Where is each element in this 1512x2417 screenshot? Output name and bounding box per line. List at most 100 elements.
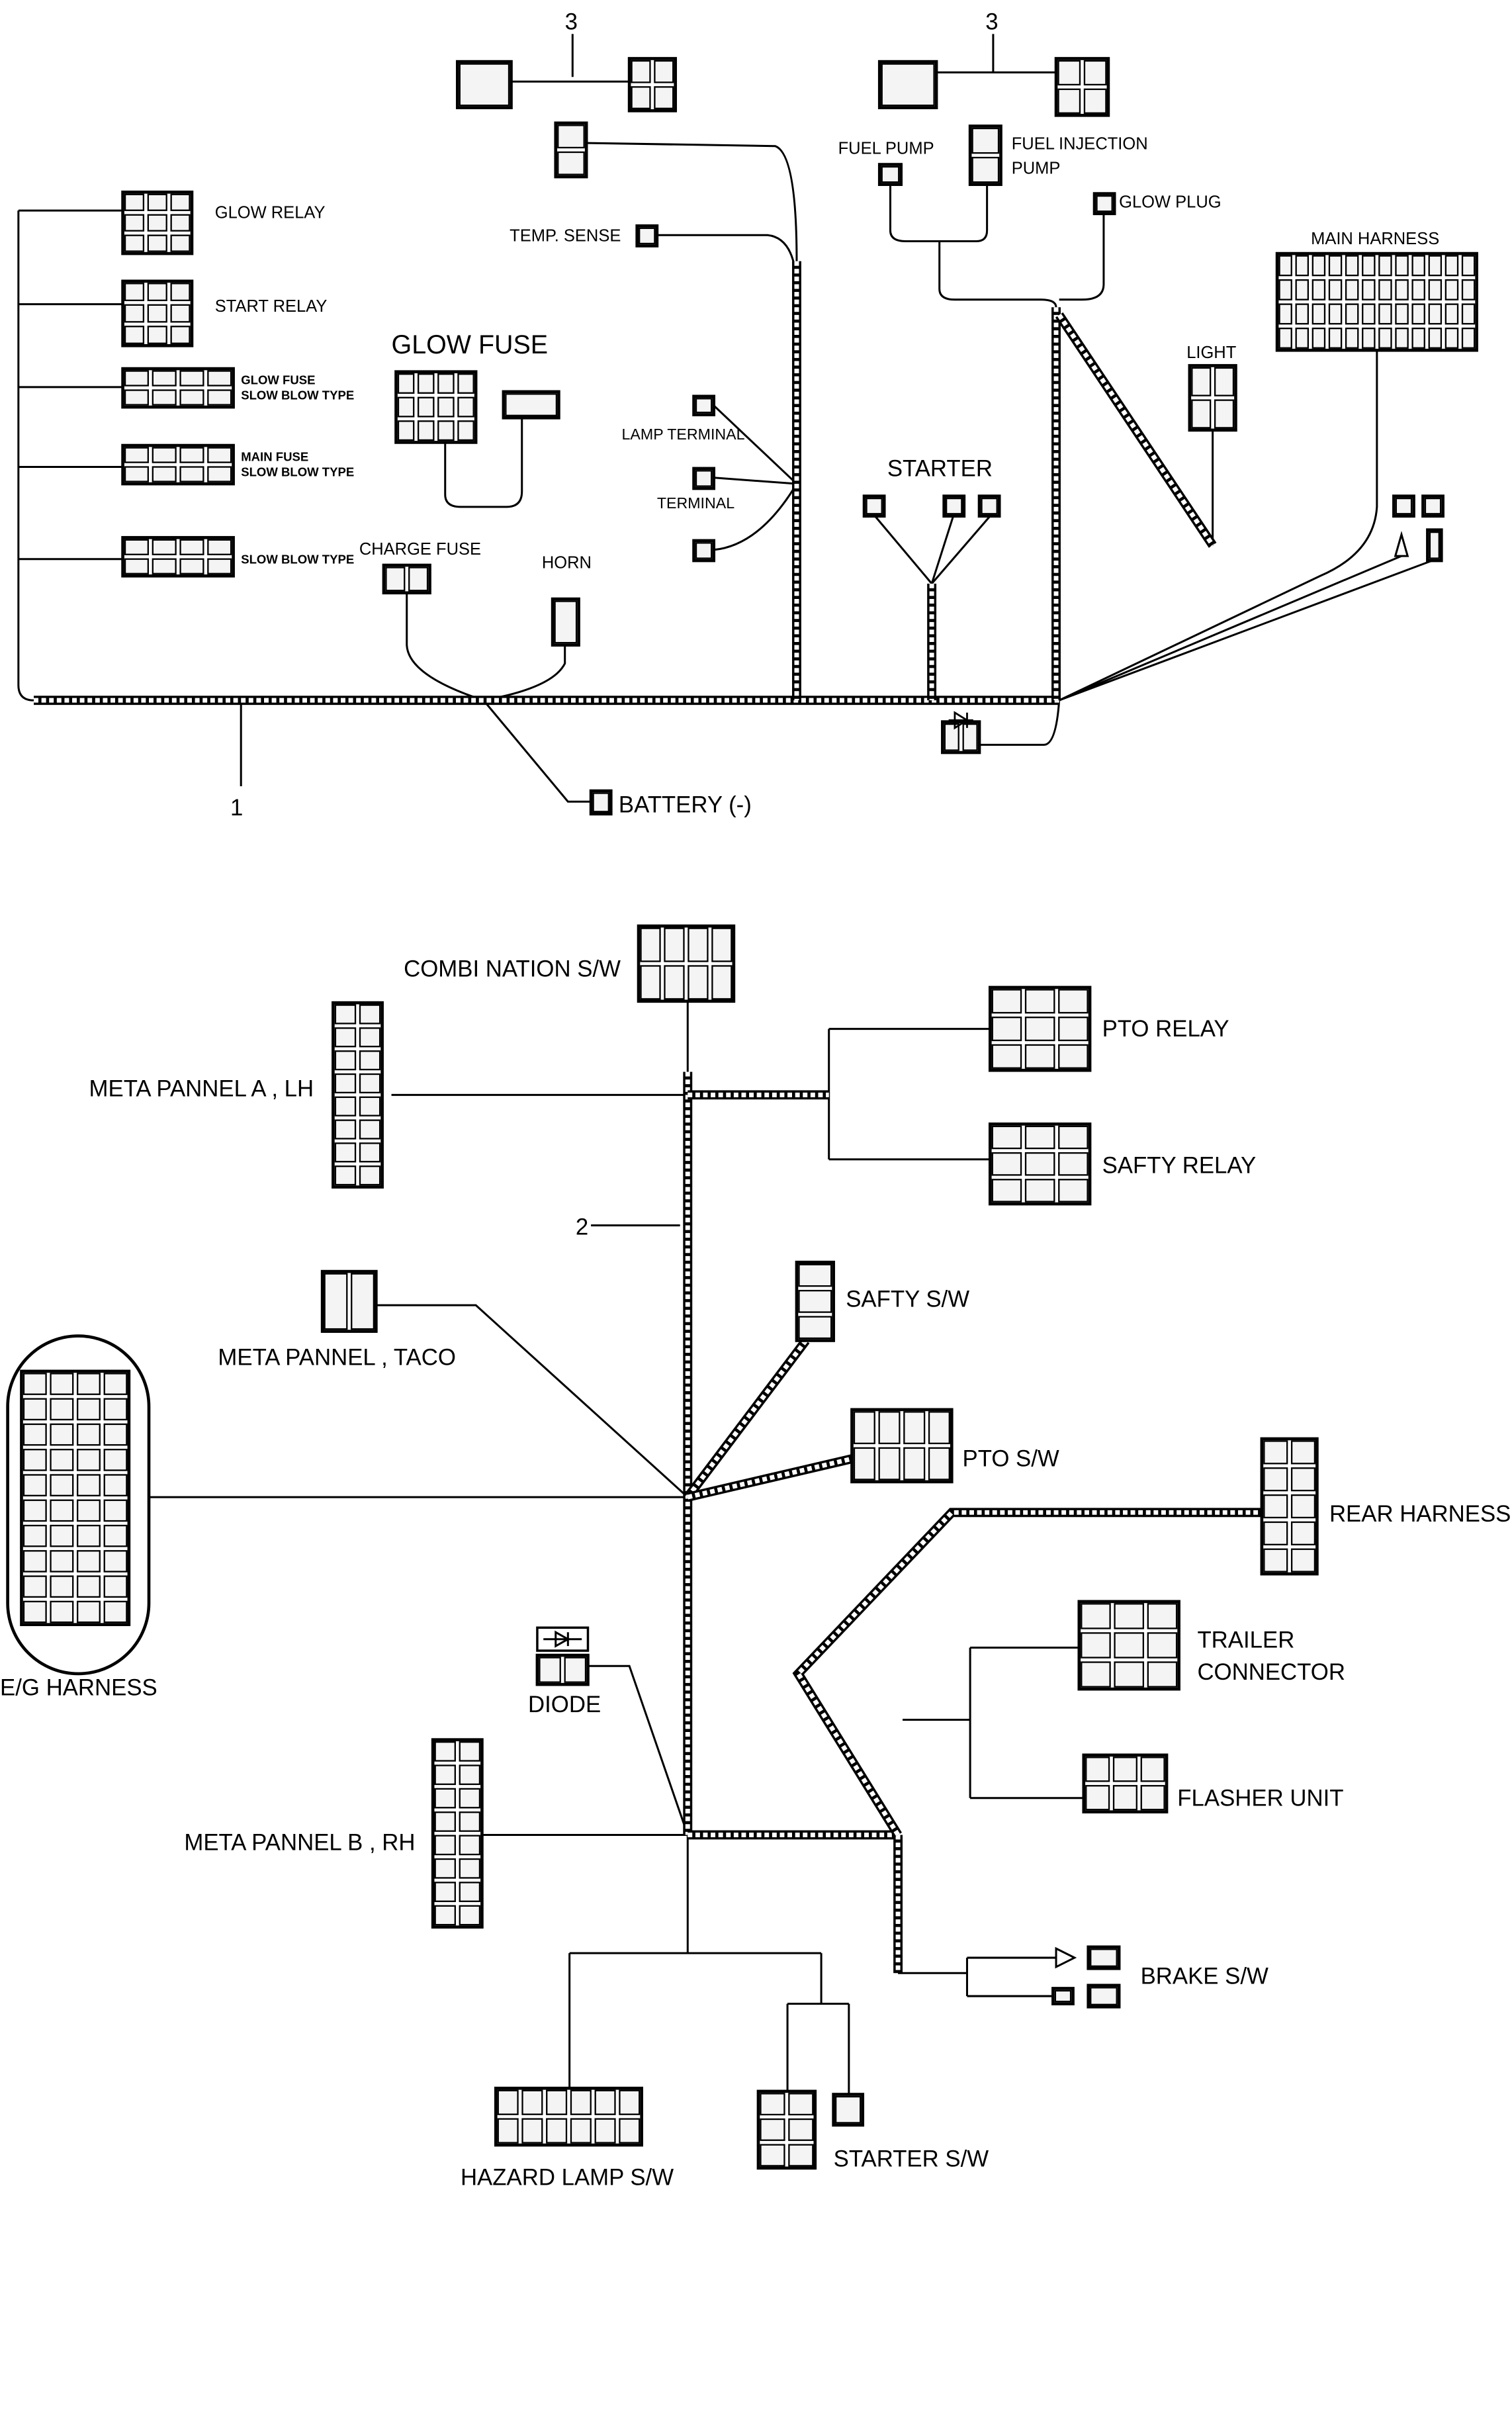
pin-cell	[1090, 1987, 1118, 2005]
pin-cell	[711, 927, 733, 962]
pin-cell	[434, 1858, 456, 1879]
pin-cell	[1114, 1632, 1145, 1659]
pin-cell	[22, 1474, 47, 1496]
pin-cell	[853, 1447, 875, 1481]
pin-cell	[1461, 303, 1476, 325]
light-connector	[1188, 364, 1237, 432]
pin-cell	[1263, 1521, 1288, 1545]
pin-cell	[1085, 1756, 1110, 1782]
pin-cell	[76, 1600, 101, 1623]
pin-cell	[124, 389, 150, 406]
pin-cell	[760, 2118, 785, 2141]
pin-cell	[76, 1449, 101, 1471]
pto-relay-label: PTO RELAY	[1102, 1017, 1229, 1042]
callout-3-right: 3	[985, 9, 998, 34]
pin-cell	[124, 370, 150, 387]
pin-cell	[1263, 1548, 1288, 1573]
pin-cell	[1191, 399, 1212, 429]
safty-sw-connector	[795, 1260, 835, 1342]
wire	[1059, 555, 1402, 702]
pin-cell	[594, 2089, 616, 2115]
pin-cell	[437, 396, 455, 418]
pin-cell	[1345, 255, 1359, 277]
temp-sense-label: TEMP. SENSE	[510, 227, 621, 246]
pin-cell	[1411, 255, 1425, 277]
pin-cell	[179, 370, 204, 387]
flasher-unit-connector	[1082, 1753, 1169, 1813]
pin-cell	[334, 1119, 357, 1140]
wire	[17, 210, 34, 702]
pin-cell	[557, 124, 585, 149]
pin-cell	[334, 1050, 357, 1071]
pin-cell	[554, 600, 578, 644]
pin-cell	[788, 2118, 814, 2141]
connectors	[6, 57, 1478, 2170]
pin-cell	[417, 396, 435, 418]
wire	[586, 142, 798, 261]
pin-cell	[152, 447, 177, 463]
pin-cell	[903, 1447, 926, 1481]
pin-cell	[1263, 1494, 1288, 1519]
harnesses	[34, 261, 1262, 1974]
pin-cell	[1312, 303, 1326, 325]
terminal-2	[692, 539, 716, 563]
right-terminal-2	[1421, 494, 1445, 518]
pin-cell	[853, 1411, 875, 1445]
wire	[938, 241, 1057, 308]
pin-cell	[50, 1524, 74, 1547]
pin-cell	[1378, 255, 1392, 277]
start-relay-label: START RELAY	[215, 297, 328, 316]
pin-cell	[22, 1499, 47, 1522]
pin-cell	[1461, 255, 1476, 277]
pin-cell	[991, 1179, 1022, 1203]
pin-cell	[359, 1096, 381, 1117]
pin-cell	[76, 1499, 101, 1522]
starter-terminal-1	[862, 494, 886, 518]
trailer-connector	[1077, 1600, 1180, 1691]
pin-cell	[207, 558, 232, 574]
pin-cell	[179, 466, 204, 482]
pin-cell	[22, 1524, 47, 1547]
pin-cell	[539, 1657, 561, 1683]
arrow-terminal-icon	[1055, 1946, 1077, 1969]
pin-cell	[76, 1524, 101, 1547]
pin-cell	[971, 156, 1000, 183]
pin-cell	[22, 1575, 47, 1598]
meta-pannel-b-label: META PANNEL B , RH	[184, 1831, 415, 1856]
pin-cell	[1090, 1948, 1118, 1967]
start-relay-connector	[121, 279, 194, 347]
wire	[1059, 350, 1378, 702]
pin-cell	[570, 2118, 592, 2144]
pin-cell	[788, 2144, 814, 2167]
pin-cell	[1147, 1661, 1178, 1688]
pin-cell	[521, 2089, 543, 2115]
pin-cell	[991, 989, 1022, 1014]
pin-cell	[1395, 279, 1409, 300]
pin-cell	[1429, 531, 1440, 559]
light-label: LIGHT	[1186, 343, 1236, 362]
pin-cell	[1411, 279, 1425, 300]
pin-cell	[76, 1373, 101, 1395]
pin-cell	[1461, 328, 1476, 349]
pin-cell	[417, 373, 435, 394]
trailer-label: TRAILER	[1197, 1627, 1294, 1653]
pin-cell	[640, 965, 661, 1000]
main-fuse-connector	[121, 443, 235, 486]
pin-cell	[207, 389, 232, 406]
pin-cell	[1411, 303, 1425, 325]
brake-sw-label: BRAKE S/W	[1141, 1964, 1268, 1989]
wires	[17, 34, 1433, 2095]
pin-cell	[592, 792, 609, 813]
battery-terminal	[589, 789, 613, 816]
pin-cell	[1083, 60, 1107, 86]
pin-cell	[1191, 367, 1212, 396]
pin-cell	[1290, 1548, 1316, 1573]
diode-label: DIODE	[528, 1692, 601, 1717]
pin-cell	[1395, 328, 1409, 349]
pin-cell	[170, 234, 191, 252]
sensor-connector-left	[455, 60, 513, 110]
pin-cell	[991, 1044, 1022, 1069]
wire	[406, 592, 484, 702]
pin-cell	[564, 1657, 587, 1683]
pin-cell	[688, 965, 709, 1000]
